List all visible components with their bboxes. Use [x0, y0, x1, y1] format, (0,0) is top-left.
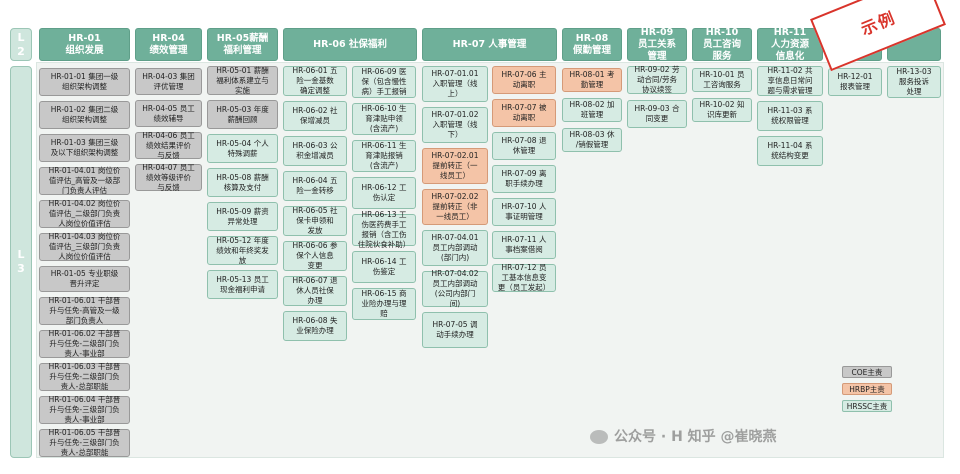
process-box-hr06-11: HR-06-11 生 育津贴报销 (含流产) [352, 140, 416, 172]
process-box-hr06-3: HR-06-03 公 积金增减员 [283, 136, 347, 166]
process-box-hr12-1: HR-12-01 报表管理 [828, 68, 882, 96]
column-header-hr06: HR-06 社保福利 [283, 28, 417, 61]
level-l3-label: L3 [10, 66, 32, 458]
process-box-hr05-2: HR-05-03 年度 薪酬回顾 [207, 100, 278, 129]
process-box-hr06-4: HR-06-04 五 险一金转移 [283, 171, 347, 201]
column-header-hr04: HR-04 绩效管理 [135, 28, 202, 61]
process-box-hr13-1: HR-13-03 服务投诉 处理 [887, 66, 941, 98]
process-box-hr01-12: HR-01-06.05 干部晋 升与任免-三级部门负 责人-总部职能 [39, 428, 130, 457]
process-box-hr07-11: HR-07-09 离 职手续办理 [492, 165, 556, 193]
process-box-hr01-1: HR-01-01 集团一级 组织架构调整 [39, 68, 130, 96]
process-box-hr07-13: HR-07-11 人 事档案借阅 [492, 231, 556, 259]
process-box-hr06-1: HR-06-01 五 险一金基数 确定调整 [283, 66, 347, 96]
process-box-hr09-2: HR-09-03 合 同变更 [627, 100, 687, 128]
column-header-hr11: HR-11 人力资源 信息化 [757, 27, 823, 62]
process-box-hr11-3: HR-11-04 系 统结构变更 [757, 136, 823, 166]
watermark-text: 公众号 · H 知乎 @崔晓燕 [614, 429, 777, 445]
process-box-hr11-2: HR-11-03 系 统权限管理 [757, 101, 823, 131]
process-box-hr06-10: HR-06-10 生 育津贴申领 (含流产) [352, 103, 416, 135]
process-box-hr01-4: HR-01-04.01 岗位价 值评估_高管及一级部 门负责人评估 [39, 166, 130, 195]
process-box-hr06-8: HR-06-08 失 业保险办理 [283, 311, 347, 341]
process-box-hr10-1: HR-10-01 员 工咨询服务 [692, 68, 752, 92]
legend-hrssc: HRSSC主责 [842, 400, 892, 412]
process-box-hr01-11: HR-01-06.04 干部晋 升与任免-三级部门负 责人-事业部 [39, 395, 130, 424]
column-header-hr09: HR-09 员工关系 管理 [627, 27, 687, 62]
process-box-hr07-7: HR-07-05 调 动手续办理 [422, 312, 488, 348]
process-box-hr06-5: HR-06-05 社 保卡申领和 发放 [283, 206, 347, 236]
process-box-hr01-9: HR-01-06.02 干部晋 升与任免-二级部门负 责人-事业部 [39, 329, 130, 358]
process-box-hr07-14: HR-07-12 员 工基本信息变 更（员工发起） [492, 263, 556, 292]
process-box-hr04-4: HR-04-07 员工 绩效等级评价 与反馈 [135, 163, 202, 192]
process-box-hr06-12: HR-06-12 工 伤认定 [352, 177, 416, 209]
process-box-hr01-5: HR-01-04.02 岗位价 值评估_二级部门负责 人岗位价值评估 [39, 199, 130, 228]
process-box-hr08-3: HR-08-03 休 /销假管理 [562, 128, 622, 152]
process-box-hr04-3: HR-04-06 员工 绩效结果评价 与反馈 [135, 131, 202, 160]
process-box-hr06-7: HR-06-07 退 休人员社保 办理 [283, 276, 347, 306]
process-box-hr07-2: HR-07-01.02 入职管理（线 下） [422, 107, 488, 143]
process-box-hr05-1: HR-05-01 薪酬 福利体系建立与 实施 [207, 66, 278, 95]
column-header-hr10: HR-10 员工咨询 服务 [692, 27, 752, 62]
column-header-hr07: HR-07 人事管理 [422, 28, 557, 61]
process-box-hr10-2: HR-10-02 知 识库更新 [692, 98, 752, 122]
wechat-icon [590, 430, 608, 444]
process-box-hr04-1: HR-04-03 集团 评优管理 [135, 68, 202, 95]
process-box-hr09-1: HR-09-02 劳 动合同/劳务 协议续签 [627, 65, 687, 94]
column-header-hr08: HR-08 假勤管理 [562, 28, 622, 61]
process-box-hr07-3: HR-07-02.01 提前转正（一 线员工） [422, 148, 488, 184]
process-box-hr07-1: HR-07-01.01 入职管理（线 上） [422, 66, 488, 102]
process-box-hr05-7: HR-05-13 员工 现金福利申请 [207, 270, 278, 299]
process-box-hr06-15: HR-06-15 商 业险办理与理 赔 [352, 288, 416, 320]
process-box-hr05-4: HR-05-08 薪酬 核算及支付 [207, 168, 278, 197]
process-box-hr01-6: HR-01-04.03 岗位价 值评估_三级部门负责 人岗位价值评估 [39, 232, 130, 261]
process-box-hr06-2: HR-06-02 社 保增减员 [283, 101, 347, 131]
process-box-hr07-6: HR-07-04.02 员工内部调动 (公司内部门 间) [422, 269, 488, 308]
process-box-hr08-1: HR-08-01 考 勤管理 [562, 68, 622, 92]
process-box-hr06-9: HR-06-09 医 保（包含慢性 病）手工报销 [352, 66, 416, 98]
process-box-hr07-8: HR-07-06 主 动离职 [492, 66, 556, 94]
process-box-hr04-2: HR-04-05 员工 绩效辅导 [135, 100, 202, 127]
column-header-hr01: HR-01 组织发展 [39, 28, 130, 61]
watermark: 公众号 · H 知乎 @崔晓燕 [590, 426, 777, 446]
legend-hrbp: HRBP主责 [842, 383, 892, 395]
process-box-hr01-7: HR-01-05 专业职级 晋升评定 [39, 266, 130, 292]
process-box-hr07-9: HR-07-07 被 动离职 [492, 99, 556, 127]
process-box-hr01-3: HR-01-03 集团三级 及以下组织架构调整 [39, 134, 130, 162]
process-box-hr05-6: HR-05-12 年度 绩效和年终奖发 放 [207, 236, 278, 265]
process-box-hr05-5: HR-05-09 薪资 异常处理 [207, 202, 278, 231]
process-box-hr07-5: HR-07-04.01 员工内部调动 (部门内) [422, 230, 488, 266]
process-box-hr07-12: HR-07-10 人 事证明管理 [492, 198, 556, 226]
process-box-hr07-10: HR-07-08 退 休管理 [492, 132, 556, 160]
legend-coe: COE主责 [842, 366, 892, 378]
process-box-hr07-4: HR-07-02.02 提前转正（非 一线员工） [422, 189, 488, 225]
level-l2-label: L2 [10, 28, 32, 61]
process-box-hr06-13: HR-06-13 工 伤医药费手工 报销（含工伤 住院伙食补助） [352, 210, 416, 249]
process-box-hr06-14: HR-06-14 工 伤鉴定 [352, 251, 416, 283]
process-box-hr08-2: HR-08-02 加 班管理 [562, 98, 622, 122]
process-box-hr01-8: HR-01-06.01 干部晋 升与任免-高管及一级 部门负责人 [39, 296, 130, 325]
process-box-hr05-3: HR-05-04 个人 特殊调薪 [207, 134, 278, 163]
process-box-hr01-2: HR-01-02 集团二级 组织架构调整 [39, 101, 130, 129]
column-header-hr05: HR-05薪酬 福利管理 [207, 28, 278, 61]
process-box-hr06-6: HR-06-06 参 保个人信息 变更 [283, 241, 347, 271]
process-box-hr11-1: HR-11-02 共 享信息日常问 题与需求管理 [757, 66, 823, 96]
process-box-hr01-10: HR-01-06.03 干部晋 升与任免-二级部门负 责人-总部职能 [39, 362, 130, 391]
